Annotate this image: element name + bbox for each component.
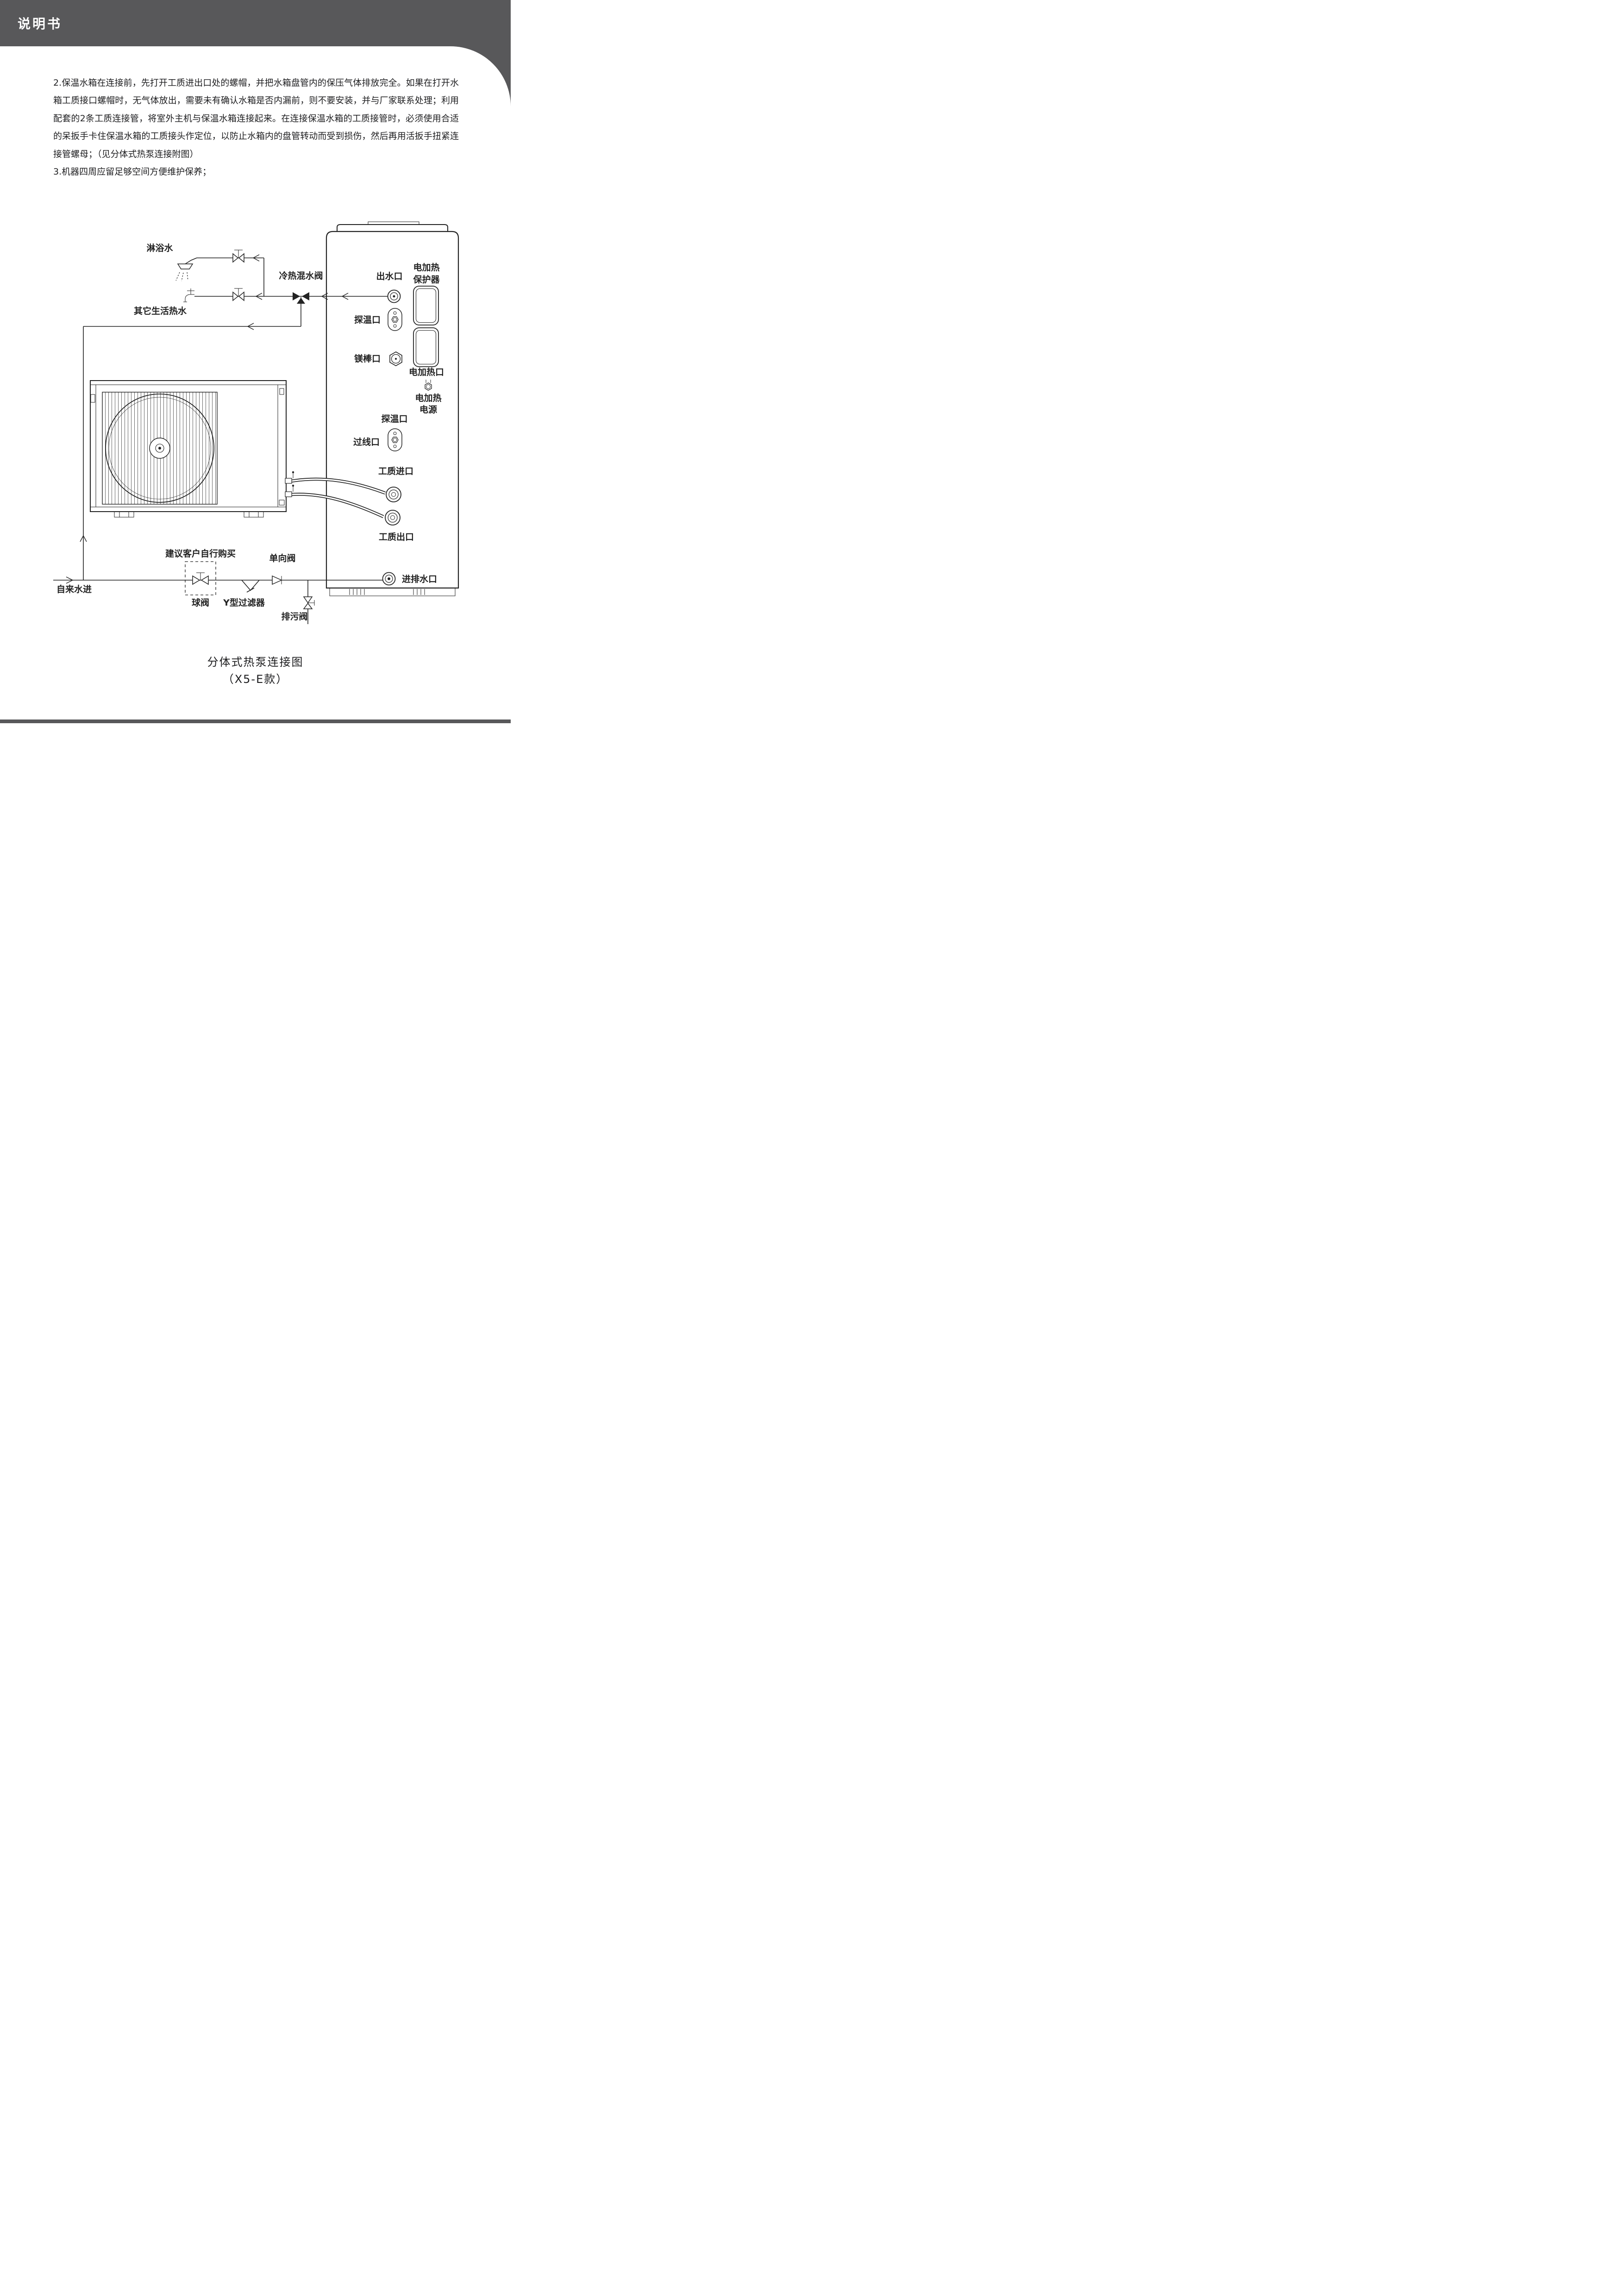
- label-ball-valve: 球阀: [192, 597, 209, 608]
- label-mg-rod: 镁棒口: [354, 353, 381, 364]
- faucet-icon: [183, 288, 194, 302]
- label-mixing-valve: 冷热混水阀: [279, 270, 323, 281]
- label-medium-outlet: 工质出口: [379, 532, 414, 542]
- wire-port-plate: [388, 428, 402, 451]
- label-heater-protector-2: 保护器: [413, 274, 440, 285]
- medium-outlet-port: [385, 510, 401, 526]
- shower-head-icon: [175, 263, 194, 282]
- label-check-valve: 单向阀: [269, 553, 295, 563]
- outdoor-unit: [90, 380, 287, 518]
- label-heater-power-1: 电加热: [415, 393, 441, 403]
- manual-page: 说明书 2.保温水箱在连接前，先打开工质进出口处的螺帽，并把水箱盘管内的保压气体…: [0, 0, 511, 723]
- mixing-valve-icon: [293, 292, 309, 304]
- label-drain-valve: 排污阀: [281, 611, 307, 622]
- heater-power-terminal-icon: [425, 380, 432, 391]
- fan-icon: [105, 394, 214, 503]
- drain-valve-icon: [303, 596, 315, 609]
- label-heater-protector-1: 电加热: [413, 262, 439, 273]
- temp-probe-plate-top: [388, 308, 402, 331]
- label-other-hot-water: 其它生活热水: [134, 306, 187, 316]
- label-heater-port: 电加热口: [409, 367, 444, 377]
- label-medium-inlet: 工质进口: [378, 466, 413, 476]
- label-shower-water: 淋浴水: [146, 243, 173, 253]
- inlet-drain-port: [382, 572, 396, 586]
- label-y-filter: Y型过滤器: [223, 597, 265, 608]
- label-inlet-drain: 进排水口: [402, 574, 437, 584]
- page-title: 说明书: [18, 16, 63, 31]
- ball-valve-icon: [185, 561, 216, 595]
- footer-bar: [0, 719, 511, 723]
- hot-water-valve-icon: [232, 288, 244, 301]
- y-filter-icon: [241, 580, 260, 593]
- content-area: 2.保温水箱在连接前，先打开工质进出口处的螺帽，并把水箱盘管内的保压气体排放完全…: [0, 46, 511, 719]
- shower-valve-icon: [232, 250, 244, 263]
- caption-model: （X5-E款）: [222, 673, 288, 686]
- heater-port-plate: [413, 327, 439, 368]
- label-tap-water: 自来水进: [56, 584, 92, 594]
- mg-rod-port: [389, 351, 402, 367]
- check-valve-icon: [272, 576, 282, 585]
- instruction-item-2: 2.保温水箱在连接前，先打开工质进出口处的螺帽，并把水箱盘管内的保压气体排放完全…: [53, 78, 459, 159]
- caption-title: 分体式热泵连接图: [207, 656, 304, 669]
- unit-feet: [114, 511, 264, 518]
- label-customer-buy: 建议客户自行购买: [165, 548, 236, 559]
- instruction-item-3: 3.机器四周应留足够空间方便维护保养；: [53, 166, 212, 177]
- label-heater-power-2: 电源: [419, 404, 437, 415]
- figure-caption: 分体式热泵连接图 （X5-E款）: [0, 654, 511, 688]
- flow-arrows: [66, 254, 349, 584]
- label-temp-probe-top: 探温口: [354, 315, 381, 325]
- water-outlet-port: [387, 289, 401, 303]
- medium-inlet-port: [386, 487, 401, 503]
- connection-diagram: 淋浴水 其它生活热水 冷热混水阀 出水口 电加热 保护器 探温口 镁棒口 电加热…: [53, 221, 459, 625]
- instructions-block: 2.保温水箱在连接前，先打开工质进出口处的螺帽，并把水箱盘管内的保压气体排放完全…: [0, 46, 511, 181]
- label-wire-port: 过线口: [353, 437, 380, 447]
- medium-hoses: [285, 471, 386, 519]
- label-temp-probe-mid: 探温口: [381, 414, 407, 424]
- label-water-outlet: 出水口: [376, 271, 402, 282]
- heater-protector-plate: [413, 286, 439, 326]
- tank-base-vents: [349, 589, 425, 595]
- header-bar: 说明书: [0, 0, 511, 46]
